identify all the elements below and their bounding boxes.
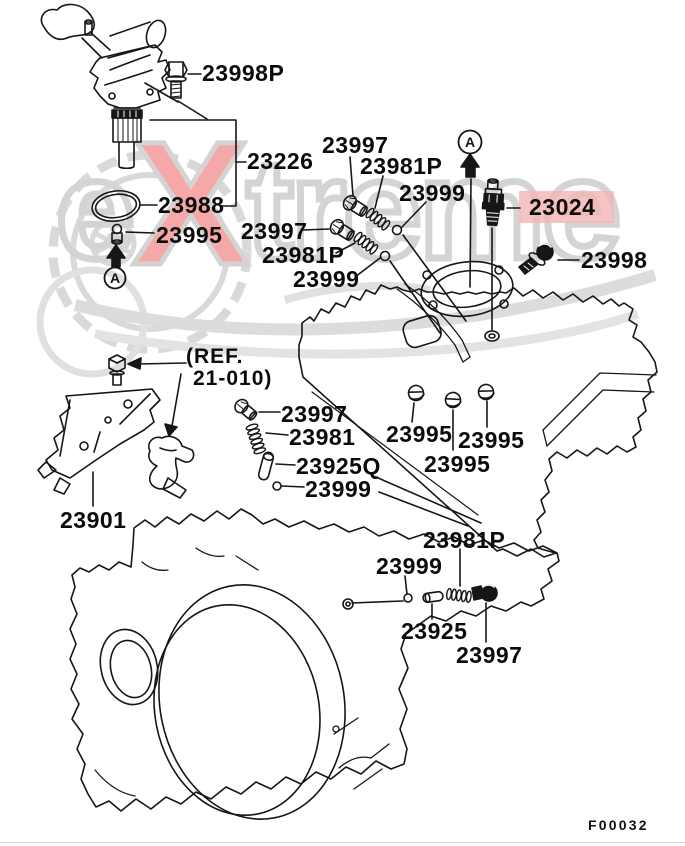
part-label-23999-16: 23999 [305, 476, 372, 502]
o-ring-23988-icon [91, 189, 141, 223]
part-label-23901-12: 23901 [60, 507, 127, 533]
speedo-gear-assembly-23226 [40, 3, 171, 170]
part-label-23226-1: 23226 [247, 148, 314, 174]
part-label-23925Q-15: 23925Q [296, 453, 381, 479]
detent-row-2 [329, 218, 391, 262]
detent-set-mid [234, 398, 482, 527]
part-label-23999-6: 23999 [399, 180, 466, 206]
upper-case-outline [298, 260, 658, 558]
drawing-code: F00032 [588, 817, 649, 833]
part-label-23995-19: 23995 [424, 451, 491, 477]
part-label-23997-4: 23997 [322, 132, 389, 158]
part-label-23995-17: 23995 [386, 421, 453, 447]
plugs-23995-icons [407, 383, 495, 451]
part-label-23024-10: 23024 [529, 194, 596, 220]
watermark-x: X [132, 106, 248, 302]
part-label-23997-7: 23997 [241, 218, 308, 244]
view-marker-letter-right: A [465, 134, 475, 150]
part-label-23981-14: 23981 [289, 424, 356, 450]
lower-case-outline [69, 508, 560, 820]
ref-callout [108, 354, 187, 437]
bracket-23901-icon [37, 388, 161, 507]
view-arrow-a-left [103, 244, 127, 290]
part-label-23995-3: 23995 [156, 222, 223, 248]
bolt-23998-icon [518, 243, 580, 275]
bolt-23998p-icon [164, 61, 188, 99]
plug-23995-topleft-icon [111, 223, 123, 245]
ref-note-line1: (REF. [186, 345, 244, 368]
part-label-23997-23: 23997 [456, 642, 523, 668]
part-label-23988-2: 23988 [158, 192, 225, 218]
leader-lines-topleft [125, 73, 247, 234]
part-label-23981P-5: 23981P [360, 153, 443, 179]
part-label-23981P-8: 23981P [262, 242, 345, 268]
view-marker-letter-left: A [110, 270, 120, 286]
part-label-23925-22: 23925 [401, 618, 468, 644]
part-label-23995-18: 23995 [458, 427, 525, 453]
part-label-23999-9: 23999 [293, 266, 360, 292]
bottom-set [351, 548, 498, 643]
highlight-box-23024 [519, 191, 614, 223]
part-label-23999-21: 23999 [376, 553, 443, 579]
page-bottom-edge [0, 842, 685, 843]
ref-note-line2: 21-010) [193, 367, 273, 390]
part-label-23981P-20: 23981P [423, 527, 506, 553]
sensor-23024-icon [481, 178, 505, 227]
part-label-23998P-0: 23998P [202, 60, 285, 86]
part-label-23998-11: 23998 [581, 247, 648, 273]
lever-part-icon [148, 435, 195, 499]
part-label-23997-13: 23997 [281, 401, 348, 427]
view-arrow-a-right [457, 129, 483, 288]
detent-row-1 [342, 194, 403, 236]
